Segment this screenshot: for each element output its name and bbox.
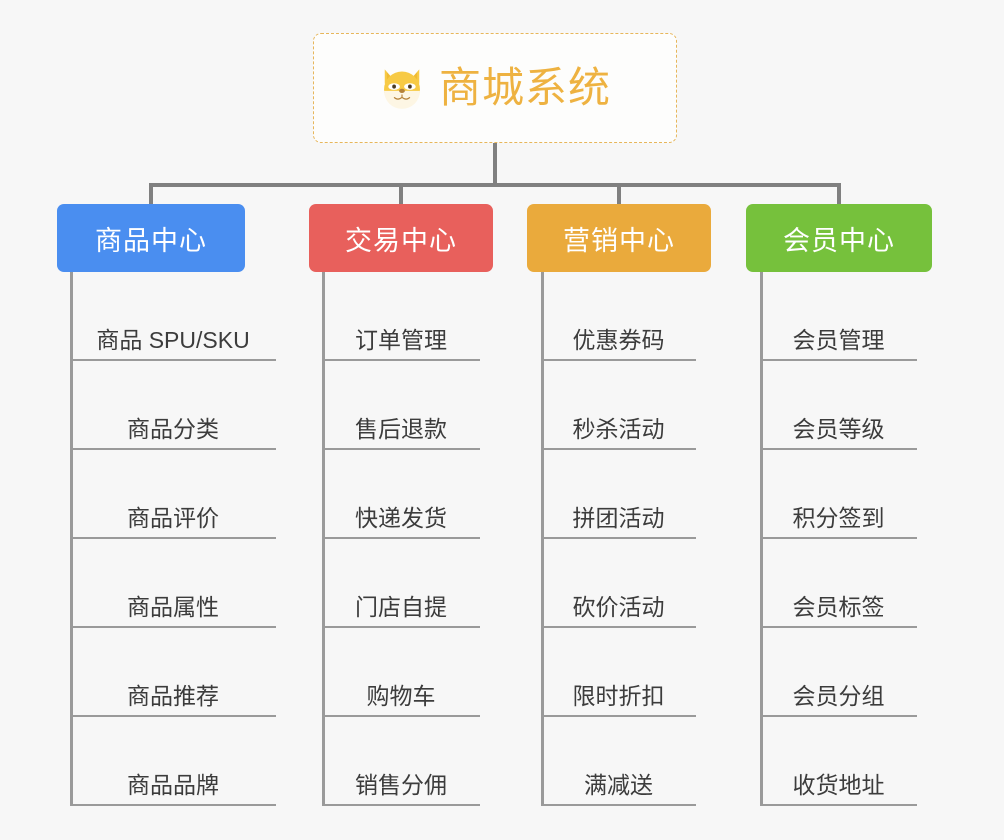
leaf-item-underline	[322, 626, 480, 628]
leaf-item[interactable]: 会员标签	[760, 539, 917, 628]
leaf-item[interactable]: 收货地址	[760, 717, 917, 806]
root-node[interactable]: 商城系统	[313, 33, 677, 143]
root-title: 商城系统	[438, 64, 611, 111]
leaf-item-underline	[322, 448, 480, 450]
connector-drop-branch-1	[149, 183, 153, 207]
branch-header-1[interactable]: 商品中心	[57, 204, 245, 272]
leaf-item-label: 会员管理	[792, 327, 885, 354]
leaf-item-underline	[70, 715, 276, 717]
leaf-item-label: 商品 SPU/SKU	[96, 327, 250, 354]
branch-header-4[interactable]: 会员中心	[746, 204, 932, 272]
leaf-item-label: 限时折扣	[572, 683, 665, 710]
leaf-item-label: 会员标签	[792, 594, 885, 621]
leaf-item-label: 收货地址	[792, 772, 885, 799]
leaf-item-underline	[70, 537, 276, 539]
branch-header-label: 交易中心	[345, 225, 457, 256]
leaf-item-label: 会员等级	[792, 416, 885, 443]
leaf-item-underline	[70, 448, 276, 450]
leaf-item-underline	[760, 359, 917, 361]
branch-spine-3	[541, 272, 544, 806]
leaf-item[interactable]: 快递发货	[322, 450, 480, 539]
leaf-item[interactable]: 销售分佣	[322, 717, 480, 806]
leaf-item-underline	[760, 626, 917, 628]
leaf-item[interactable]: 满减送	[541, 717, 696, 806]
leaf-list-4: 会员管理会员等级积分签到会员标签会员分组收货地址	[760, 272, 917, 806]
leaf-item-label: 秒杀活动	[572, 416, 665, 443]
leaf-item-label: 商品属性	[127, 594, 219, 621]
leaf-item-underline	[322, 715, 480, 717]
leaf-list-2: 订单管理售后退款快递发货门店自提购物车销售分佣	[322, 272, 480, 806]
leaf-item-underline	[322, 359, 480, 361]
leaf-item-underline	[322, 804, 480, 806]
leaf-item[interactable]: 限时折扣	[541, 628, 696, 717]
leaf-item[interactable]: 商品品牌	[70, 717, 276, 806]
leaf-list-1: 商品 SPU/SKU 商品分类商品评价商品属性商品推荐商品品牌	[70, 272, 276, 806]
connector-horizontal-bus	[149, 183, 841, 187]
leaf-item-label: 订单管理	[355, 327, 447, 354]
leaf-item-underline	[70, 804, 276, 806]
leaf-item-label: 满减送	[584, 772, 653, 799]
leaf-item-underline	[541, 626, 696, 628]
leaf-item[interactable]: 商品推荐	[70, 628, 276, 717]
leaf-item-label: 快递发货	[355, 505, 447, 532]
branch-spine-2	[322, 272, 325, 806]
leaf-item-label: 销售分佣	[355, 772, 447, 799]
leaf-item[interactable]: 会员等级	[760, 361, 917, 450]
leaf-item-label: 售后退款	[355, 416, 447, 443]
leaf-item-label: 商品品牌	[127, 772, 219, 799]
leaf-item-underline	[541, 537, 696, 539]
leaf-item[interactable]: 售后退款	[322, 361, 480, 450]
connector-drop-branch-3	[617, 183, 621, 207]
leaf-item-underline	[541, 359, 696, 361]
leaf-item[interactable]: 秒杀活动	[541, 361, 696, 450]
shiba-inu-dog-face-icon	[384, 69, 420, 109]
leaf-item-underline	[760, 537, 917, 539]
leaf-item-label: 砍价活动	[572, 594, 665, 621]
leaf-item-underline	[760, 448, 917, 450]
leaf-item-underline	[760, 804, 917, 806]
leaf-item-label: 商品评价	[127, 505, 219, 532]
branch-spine-1	[70, 272, 73, 806]
branch-spine-4	[760, 272, 763, 806]
leaf-item-label: 商品推荐	[127, 683, 219, 710]
branch-header-3[interactable]: 营销中心	[527, 204, 711, 272]
leaf-item[interactable]: 拼团活动	[541, 450, 696, 539]
leaf-item[interactable]: 优惠券码	[541, 272, 696, 361]
leaf-item-label: 门店自提	[355, 594, 447, 621]
leaf-item[interactable]: 商品评价	[70, 450, 276, 539]
leaf-item-underline	[70, 626, 276, 628]
branch-header-2[interactable]: 交易中心	[309, 204, 493, 272]
leaf-item-underline	[541, 804, 696, 806]
branch-header-label: 商品中心	[95, 225, 207, 256]
leaf-item-label: 会员分组	[792, 683, 885, 710]
connector-drop-branch-4	[837, 183, 841, 207]
leaf-item-label: 拼团活动	[572, 505, 665, 532]
leaf-item[interactable]: 商品分类	[70, 361, 276, 450]
connector-root-stem	[493, 143, 497, 185]
leaf-list-3: 优惠券码秒杀活动拼团活动砍价活动限时折扣满减送	[541, 272, 696, 806]
connector-drop-branch-2	[399, 183, 403, 207]
leaf-item-underline	[541, 448, 696, 450]
leaf-item[interactable]: 门店自提	[322, 539, 480, 628]
leaf-item-underline	[760, 715, 917, 717]
branch-header-label: 营销中心	[563, 225, 675, 256]
leaf-item-label: 购物车	[366, 683, 436, 710]
leaf-item[interactable]: 会员管理	[760, 272, 917, 361]
leaf-item[interactable]: 购物车	[322, 628, 480, 717]
leaf-item[interactable]: 砍价活动	[541, 539, 696, 628]
leaf-item-underline	[322, 537, 480, 539]
leaf-item[interactable]: 会员分组	[760, 628, 917, 717]
leaf-item-label: 优惠券码	[572, 327, 665, 354]
leaf-item-underline	[541, 715, 696, 717]
leaf-item[interactable]: 积分签到	[760, 450, 917, 539]
leaf-item[interactable]: 商品 SPU/SKU	[70, 272, 276, 361]
leaf-item[interactable]: 订单管理	[322, 272, 480, 361]
branch-header-label: 会员中心	[783, 225, 895, 256]
leaf-item-label: 积分签到	[792, 505, 885, 532]
leaf-item-label: 商品分类	[127, 416, 219, 443]
leaf-item-underline	[70, 359, 276, 361]
leaf-item[interactable]: 商品属性	[70, 539, 276, 628]
